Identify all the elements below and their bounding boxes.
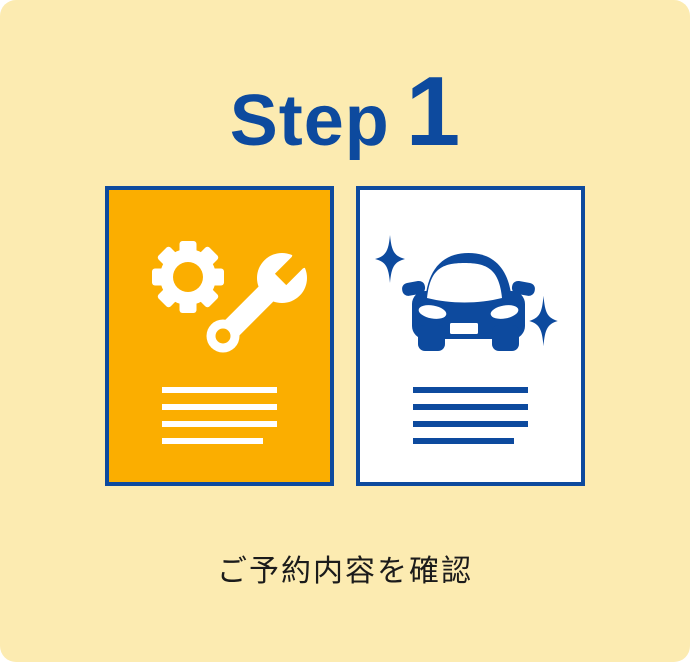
sparkle-icon: [528, 295, 558, 347]
car-front-glyph: [401, 253, 535, 351]
card-finished-car: [356, 186, 585, 486]
wrench-glyph: [206, 253, 307, 353]
text-line: [162, 387, 277, 393]
caption-text: ご予約内容を確認: [217, 555, 473, 588]
text-line: [413, 404, 528, 410]
text-line: [413, 387, 528, 393]
text-line: [413, 438, 514, 444]
text-line: [162, 438, 263, 444]
document-text-lines: [413, 387, 528, 444]
sparkling-car-icon: [374, 235, 558, 351]
text-line: [162, 421, 277, 427]
gear-glyph: [151, 241, 224, 313]
step-number: 1: [405, 56, 461, 166]
cards-row: [0, 186, 690, 486]
step-label: Step: [229, 81, 390, 161]
card-service-order: [105, 186, 334, 486]
text-line: [413, 421, 528, 427]
text-line: [162, 404, 277, 410]
sparkle-icon: [374, 235, 405, 283]
gear-wrench-icon: [151, 241, 307, 353]
document-text-lines: [162, 387, 277, 444]
